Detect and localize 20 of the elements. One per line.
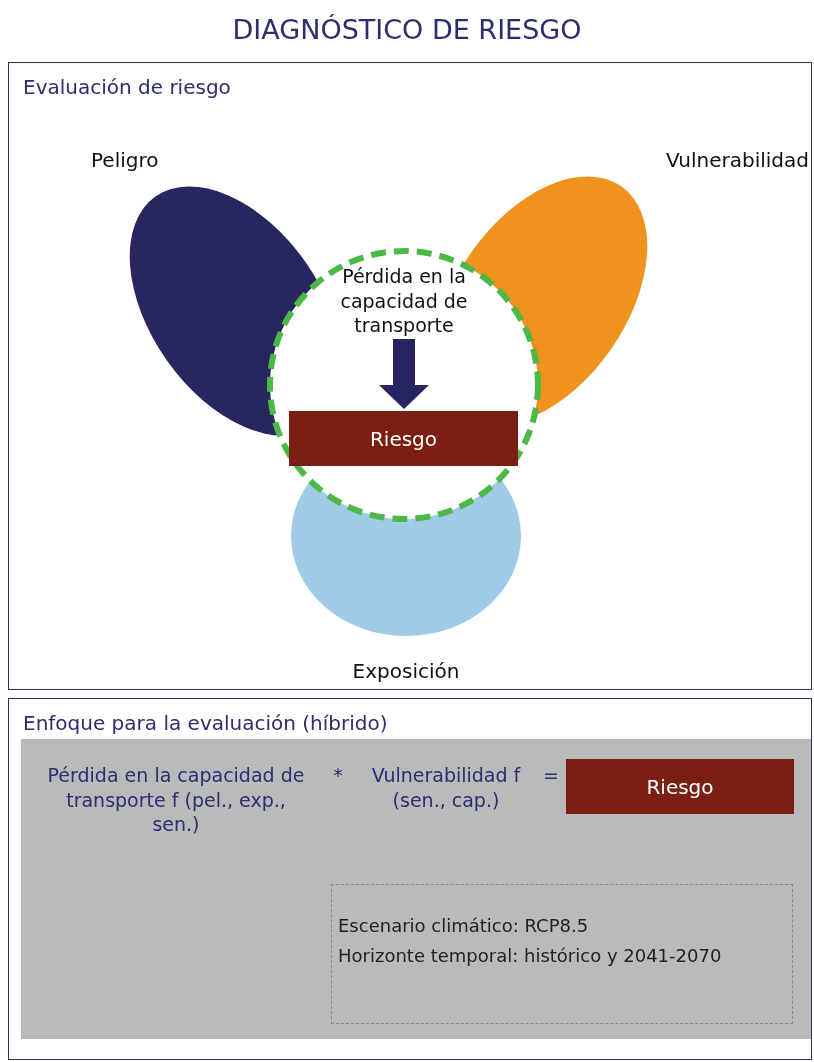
note-box (331, 884, 793, 1024)
section-panel (8, 62, 812, 690)
operator-sign: * (332, 763, 344, 788)
formula-term: Vulnerabilidad f (sen., cap.) (370, 763, 522, 813)
result-box: Riesgo (566, 759, 794, 814)
circle-text: Pérdida en la capacidad de transporte (324, 264, 484, 339)
page-title: DIAGNÓSTICO DE RIESGO (232, 14, 582, 45)
ellipse-label: Peligro (91, 148, 159, 172)
result-box: Riesgo (289, 411, 518, 466)
note-line: Horizonte temporal: histórico y 2041-2070 (338, 945, 722, 966)
section-heading: Evaluación de riesgo (23, 75, 231, 99)
section-panel (8, 698, 812, 1060)
ellipse-label: Vulnerabilidad (665, 148, 809, 172)
formula-panel (21, 739, 811, 1039)
ellipse-label: Exposición (351, 659, 461, 683)
section-heading: Enfoque para la evaluación (híbrido) (23, 711, 388, 735)
formula-term: Pérdida en la capacidad de transporte f (pel., exp., sen.) (46, 763, 306, 838)
block-arrow (379, 339, 429, 409)
note-line: Escenario climático: RCP8.5 (338, 915, 589, 936)
operator-sign: = (542, 763, 560, 788)
